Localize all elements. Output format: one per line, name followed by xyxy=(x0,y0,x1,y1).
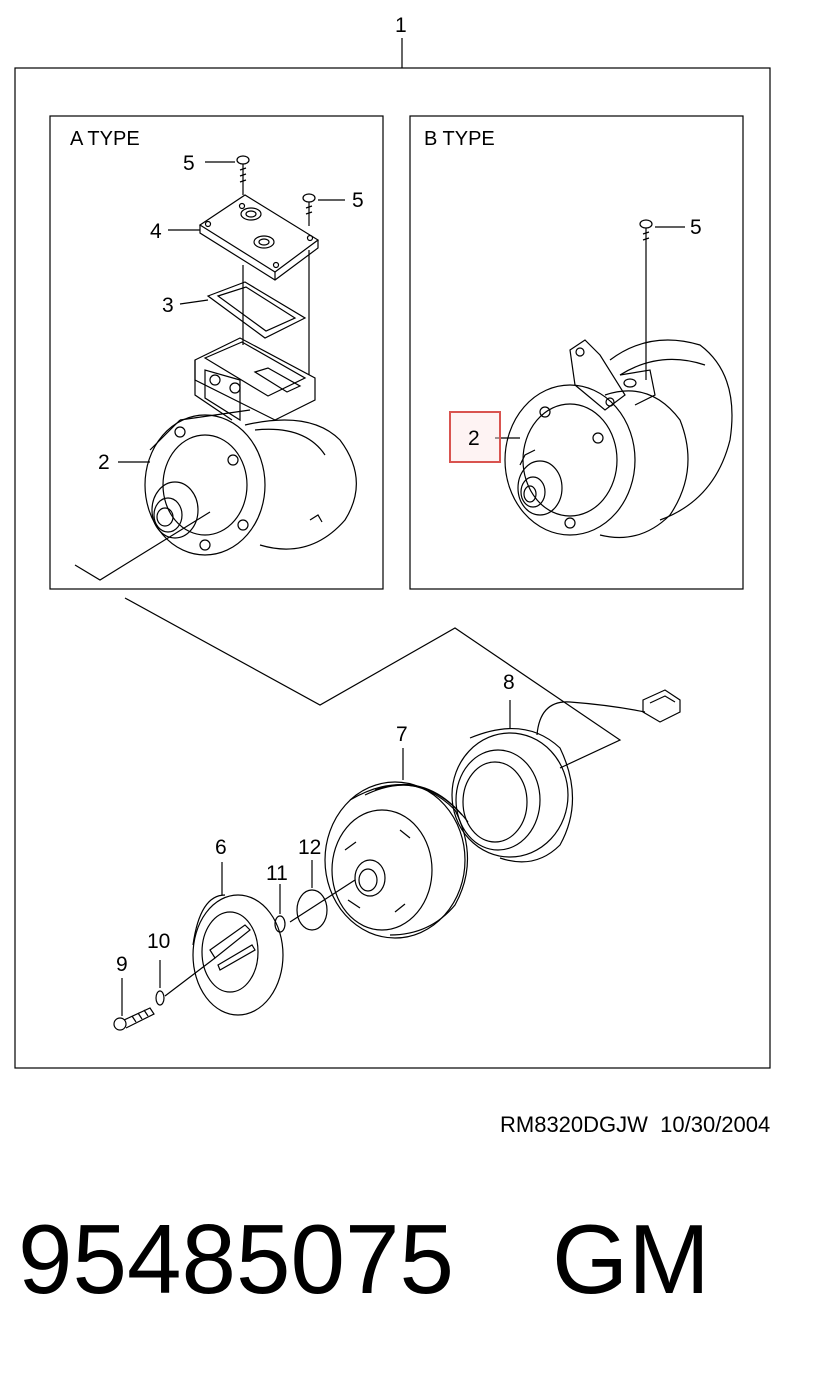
brand-name: GM xyxy=(552,1204,710,1314)
callout-5-a-left: 5 xyxy=(183,152,195,175)
a-type-panel xyxy=(49,115,384,590)
callout-11: 11 xyxy=(266,862,288,885)
callout-7: 7 xyxy=(396,723,408,746)
highlight-box xyxy=(449,411,501,463)
callout-10: 10 xyxy=(147,930,170,953)
a-type-label: A TYPE xyxy=(70,128,140,150)
compressor-b-drawing xyxy=(495,219,733,539)
b-type-panel xyxy=(409,115,744,590)
callout-2-b: 2 xyxy=(468,427,480,450)
callout-3: 3 xyxy=(162,294,174,317)
compressor-a-drawing xyxy=(118,155,357,556)
callout-9: 9 xyxy=(116,953,128,976)
main-frame xyxy=(14,67,771,1069)
clutch-assembly-drawing xyxy=(113,689,681,1031)
callout-12: 12 xyxy=(298,836,321,859)
callout-8: 8 xyxy=(503,671,515,694)
b-type-label: B TYPE xyxy=(424,128,495,150)
callout-1: 1 xyxy=(395,14,407,37)
part-number: 95485075 xyxy=(18,1204,455,1314)
callout-2-a: 2 xyxy=(98,451,110,474)
callout-6: 6 xyxy=(215,836,227,859)
reference-code: RM8320DGJW 10/30/2004 xyxy=(500,1112,771,1137)
callout-4: 4 xyxy=(150,220,162,243)
callout-5-a-right: 5 xyxy=(352,189,364,212)
callout-5-b: 5 xyxy=(690,216,702,239)
